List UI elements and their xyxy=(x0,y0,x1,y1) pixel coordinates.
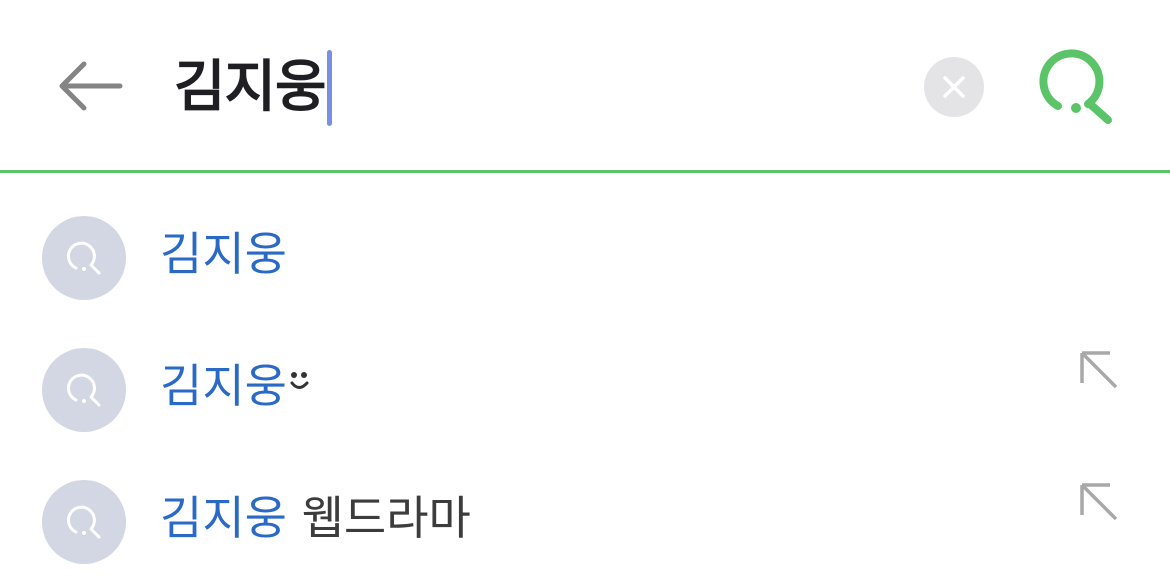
clear-button[interactable] xyxy=(924,57,984,117)
search-query-text[interactable]: 김지웅 xyxy=(174,55,327,120)
header-divider xyxy=(0,170,1170,173)
search-input[interactable]: 김지웅 xyxy=(174,48,332,128)
arrow-up-left-icon xyxy=(1080,351,1118,389)
suggestion-rest: 웹드라마 xyxy=(286,491,471,545)
search-header: 김지웅 xyxy=(0,0,1170,171)
fill-query-button[interactable] xyxy=(1076,347,1122,393)
suggestion-label: 김지웅 웹드라마 xyxy=(160,495,471,541)
search-icon xyxy=(66,241,101,275)
suggestion-search-icon xyxy=(42,348,126,432)
arrow-up-left-icon xyxy=(1080,483,1118,521)
search-icon xyxy=(66,505,101,539)
suggestion-label: 김지웅 xyxy=(160,363,313,409)
search-icon xyxy=(1039,49,1112,124)
suggestion-item[interactable]: 김지웅 xyxy=(0,305,1170,437)
suggestion-item[interactable]: 김지웅 xyxy=(0,173,1170,305)
fill-query-button[interactable] xyxy=(1076,479,1122,525)
smile-face-icon xyxy=(289,355,313,401)
suggestion-search-icon xyxy=(42,480,126,564)
suggestion-search-icon xyxy=(42,216,126,300)
back-button[interactable] xyxy=(56,56,126,116)
suggestion-label: 김지웅 xyxy=(160,231,287,277)
suggestion-highlight: 김지웅 xyxy=(160,359,287,413)
text-caret xyxy=(326,50,332,126)
search-button[interactable] xyxy=(1030,44,1120,128)
search-icon xyxy=(66,373,101,407)
suggestion-item[interactable]: 김지웅 웹드라마 xyxy=(0,437,1170,569)
arrow-left-icon xyxy=(59,61,123,111)
close-icon xyxy=(943,76,965,98)
suggestion-highlight: 김지웅 xyxy=(160,227,287,281)
suggestion-highlight: 김지웅 xyxy=(160,491,287,545)
